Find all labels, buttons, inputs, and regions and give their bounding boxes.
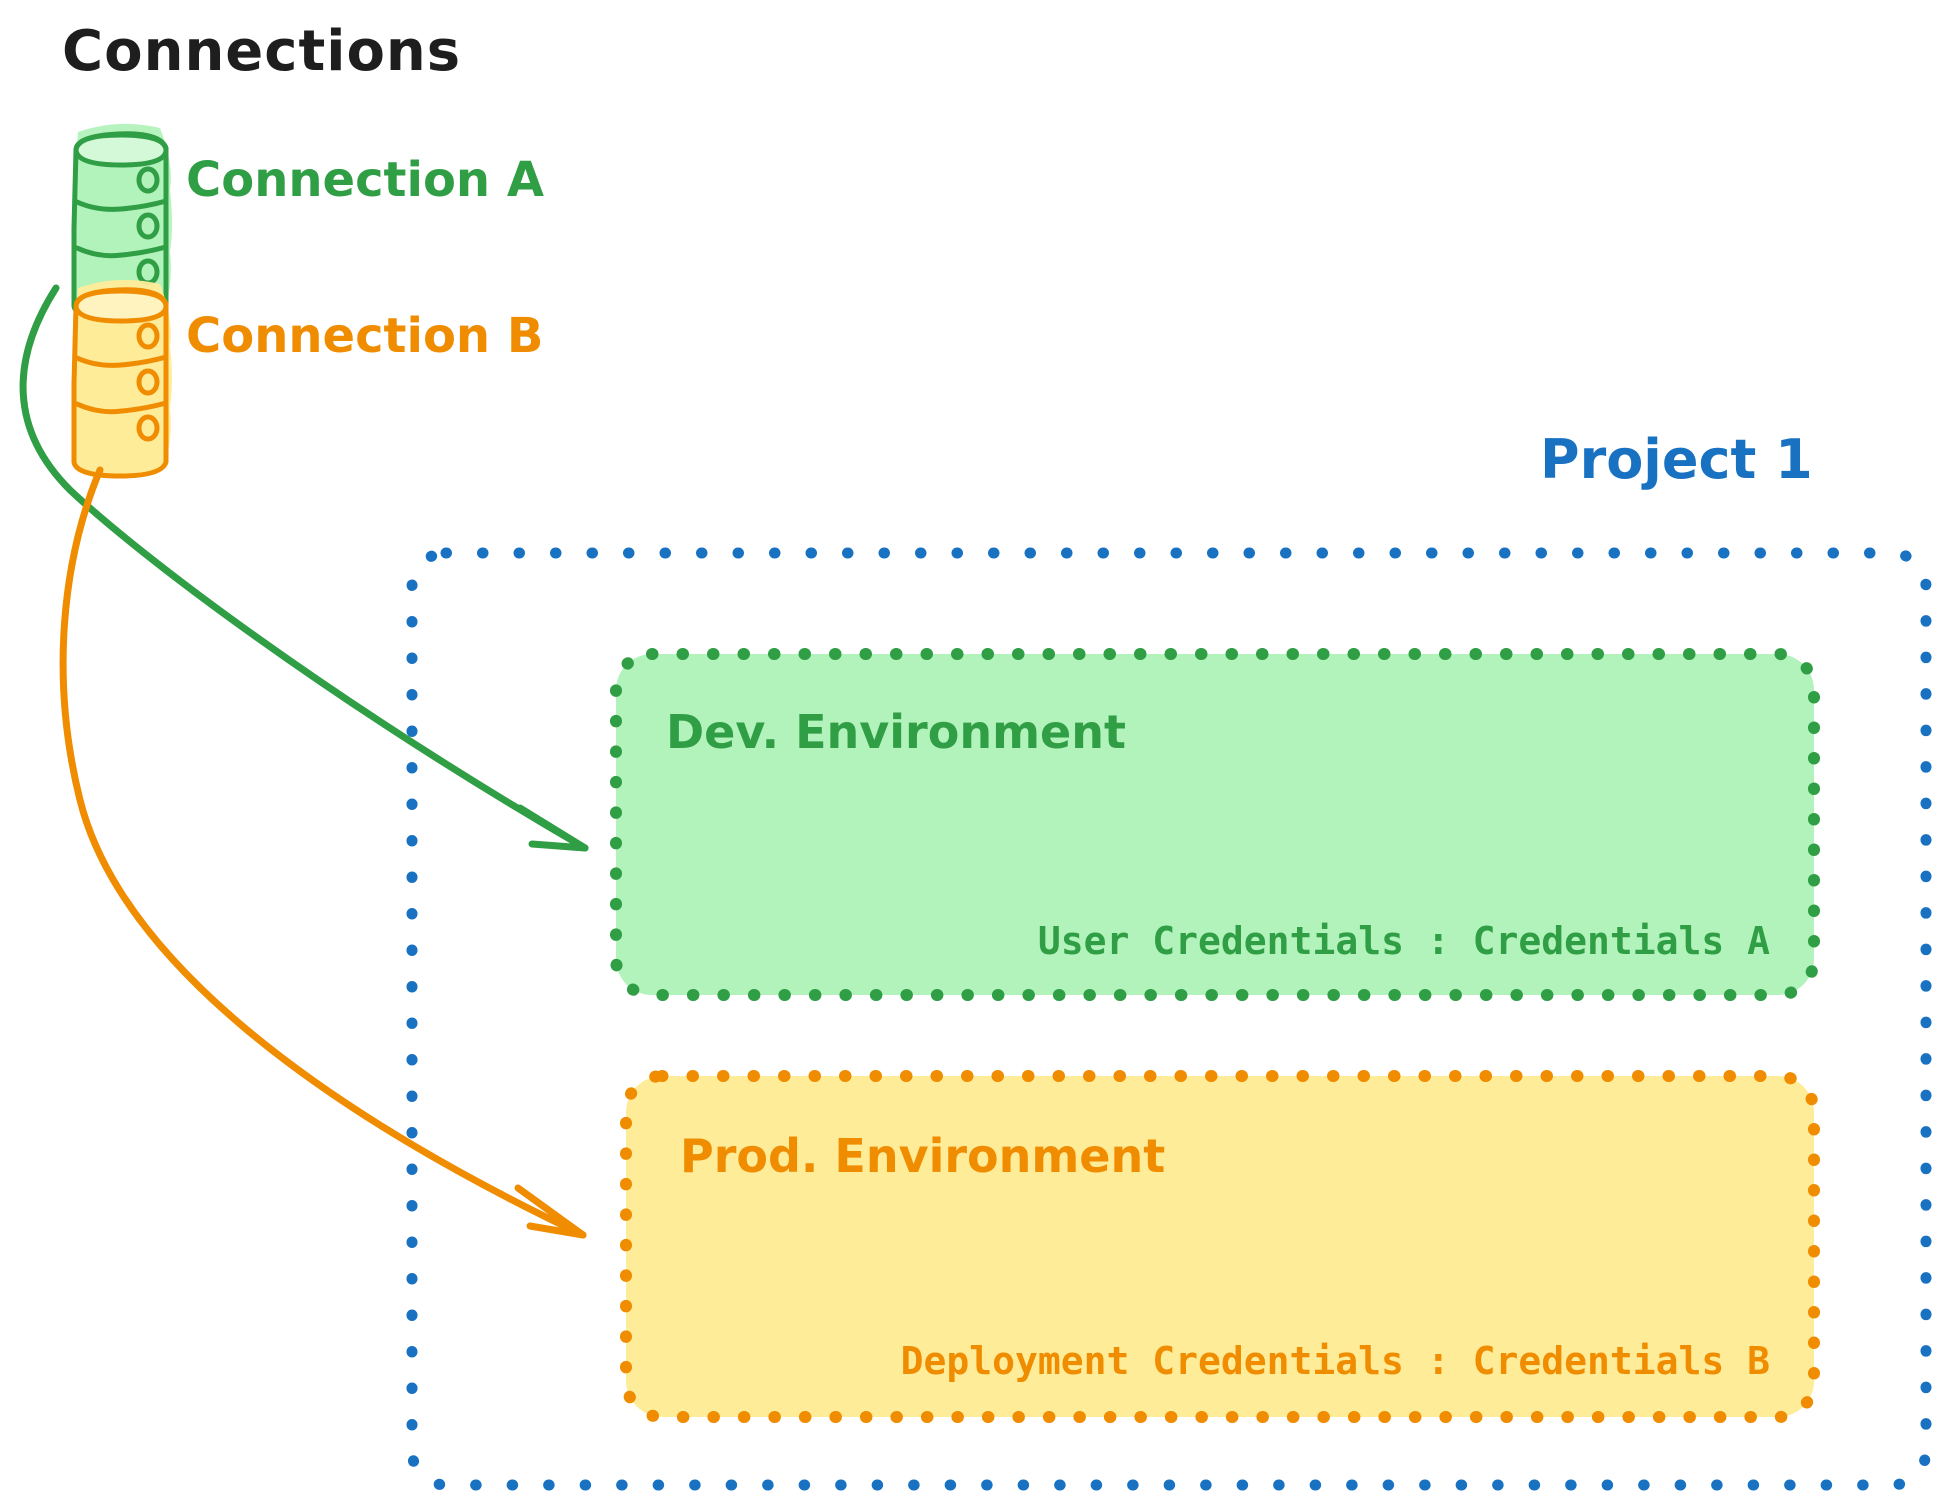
connection-b-group[interactable]: Connection B [71, 279, 543, 479]
prod-environment-credentials: Deployment Credentials : Credentials B [901, 1339, 1770, 1383]
project-container[interactable]: Project 1 [406, 428, 1932, 1491]
project-label: Project 1 [1540, 428, 1813, 491]
connection-a-group[interactable]: Connection A [71, 123, 544, 323]
connection-b-label: Connection B [186, 308, 543, 364]
arrow-connection-a-to-dev [19, 284, 589, 852]
dev-environment-box[interactable]: Dev. Environment User Credentials : Cred… [610, 648, 1820, 1001]
connection-a-label: Connection A [186, 152, 544, 208]
dev-environment-border [610, 648, 1820, 1001]
project-border [406, 547, 1932, 1491]
page-title: Connections [62, 19, 461, 84]
dev-environment-credentials: User Credentials : Credentials A [1038, 919, 1770, 963]
prod-environment-title: Prod. Environment [680, 1129, 1165, 1183]
dev-environment-title: Dev. Environment [666, 705, 1126, 759]
prod-environment-fill [626, 1076, 1814, 1417]
database-cylinder-icon [71, 123, 172, 323]
arrow-connection-b-to-prod [59, 466, 587, 1239]
dev-environment-fill [616, 654, 1814, 995]
prod-environment-border [620, 1070, 1820, 1423]
database-cylinder-icon [71, 279, 172, 479]
prod-environment-box[interactable]: Prod. Environment Deployment Credentials… [620, 1070, 1820, 1423]
